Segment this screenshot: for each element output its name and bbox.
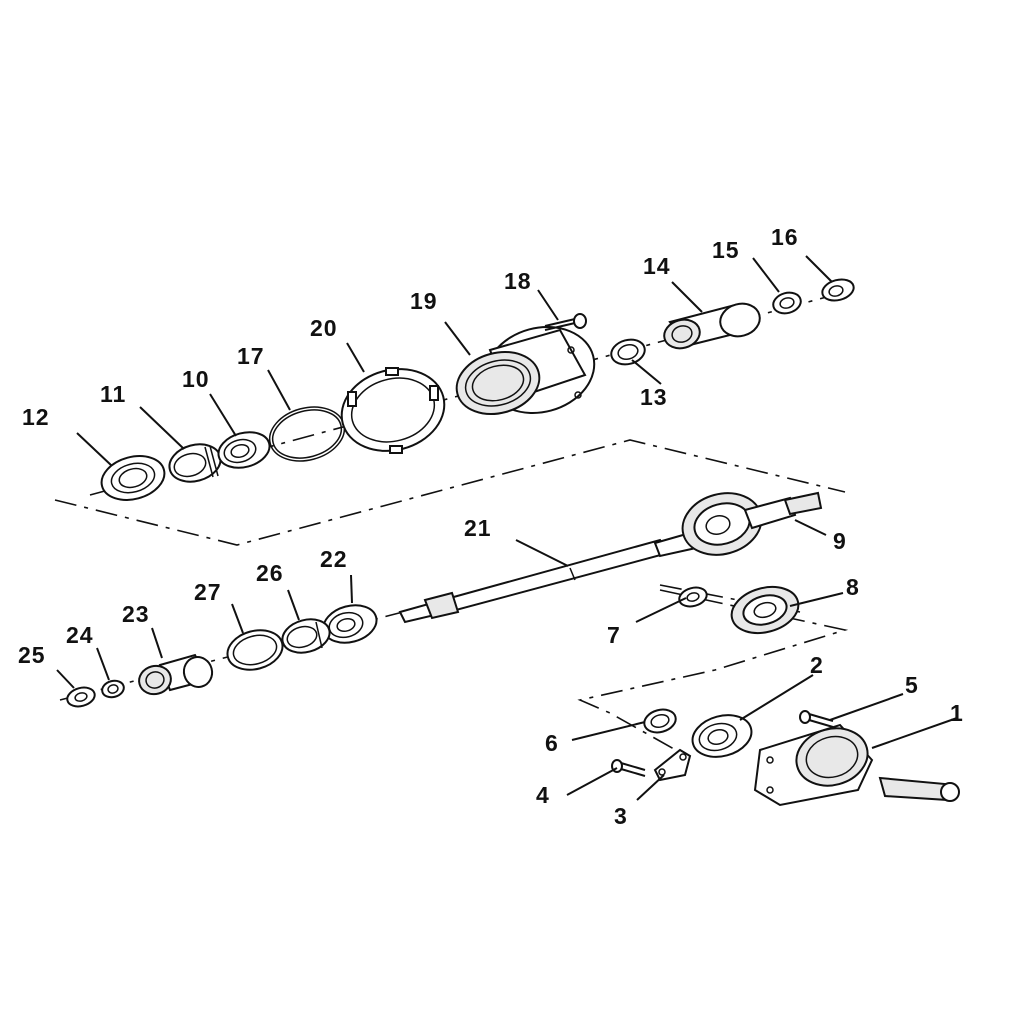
label-4: 4: [536, 782, 550, 808]
bearing-22: [322, 604, 378, 644]
label-11: 11: [100, 381, 126, 407]
label-22: 22: [320, 546, 348, 572]
sleeve-23: [138, 653, 214, 696]
label-21: 21: [464, 515, 492, 541]
washer-6: [643, 708, 677, 734]
bearing-2: [691, 714, 753, 758]
label-25: 25: [18, 642, 46, 668]
label-13: 13: [640, 384, 668, 410]
label-5: 5: [905, 672, 919, 698]
bearing-12: [100, 455, 166, 501]
leader-lines: [56, 255, 958, 801]
synchro-ring-26: [281, 618, 331, 654]
synchro-ring-11: [168, 443, 222, 483]
o-ring-17: [268, 406, 346, 462]
washer-13: [610, 338, 646, 366]
bolt-18: [544, 313, 587, 331]
bevel-gear-9: [681, 491, 823, 556]
nut-25: [66, 686, 96, 708]
label-9: 9: [833, 528, 847, 554]
label-19: 19: [410, 288, 438, 314]
case-1: [753, 723, 960, 807]
bevel-gear-8: [730, 585, 800, 635]
group-boundary-lines: [54, 439, 849, 759]
shaft-21: [398, 531, 698, 624]
label-20: 20: [310, 315, 338, 341]
bracket-3: [653, 748, 692, 782]
label-23: 23: [122, 601, 150, 627]
label-6: 6: [545, 730, 559, 756]
nut-7: [678, 586, 708, 608]
label-17: 17: [237, 343, 265, 369]
label-2: 2: [810, 652, 824, 678]
label-8: 8: [846, 574, 860, 600]
label-1: 1: [950, 700, 964, 726]
bolt-4: [611, 759, 646, 777]
label-3: 3: [614, 803, 628, 829]
label-15: 15: [712, 237, 740, 263]
label-14: 14: [643, 253, 671, 279]
bolt-5: [799, 710, 834, 728]
sleeve-14: [663, 302, 761, 350]
nut-16: [821, 278, 855, 302]
washer-15: [772, 291, 802, 315]
shim-plate-20: [340, 367, 446, 454]
callout-labels: 1 2 3 4 5 6 7 8 9 10 11 12 13 14 15 16 1…: [18, 224, 964, 829]
label-27: 27: [194, 579, 222, 605]
label-24: 24: [66, 622, 94, 648]
label-7: 7: [607, 622, 621, 648]
label-10: 10: [182, 366, 210, 392]
housing-19: [455, 326, 596, 415]
label-18: 18: [504, 268, 532, 294]
bearing-10: [217, 431, 271, 469]
washer-24: [101, 679, 125, 699]
ring-27: [226, 629, 284, 671]
label-26: 26: [256, 560, 284, 586]
label-16: 16: [771, 224, 799, 250]
label-12: 12: [22, 404, 50, 430]
